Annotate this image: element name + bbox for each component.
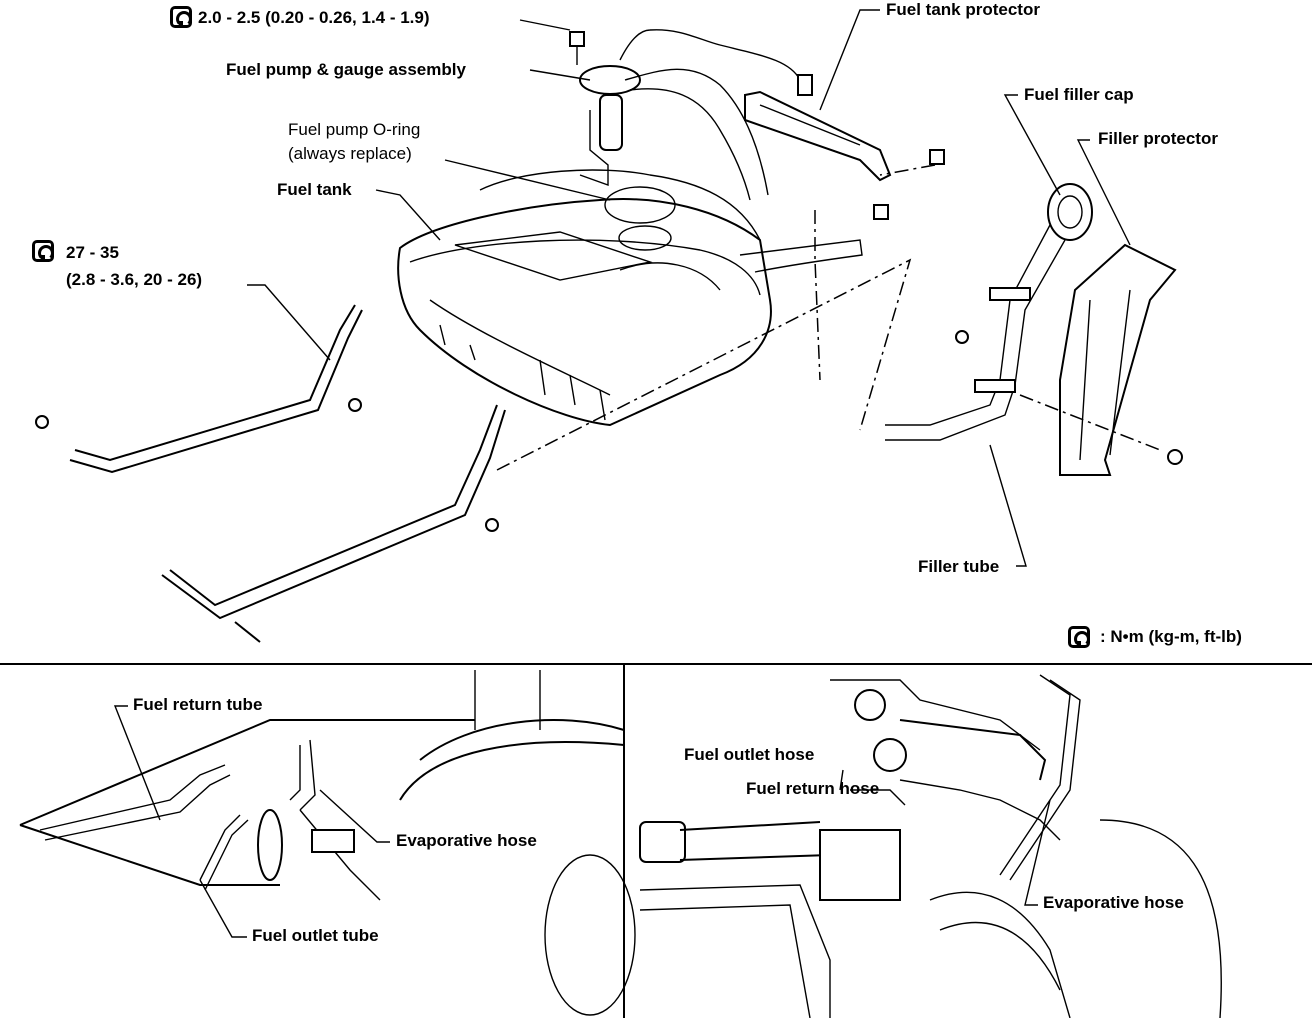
oring-label-line2: (always replace) — [288, 144, 412, 163]
leader-lines — [247, 9, 1131, 567]
pump-torque-label: 2.0 - 2.5 (0.20 - 0.26, 1.4 - 1.9) — [198, 8, 430, 27]
oring-label-line1: Fuel pump O-ring — [288, 120, 421, 139]
panel-dividers — [0, 663, 1312, 1018]
torque-wrench-icon — [170, 6, 192, 28]
fuel-filler-cap-label: Fuel filler cap — [1024, 85, 1134, 104]
filler-protector-drawing — [1059, 243, 1183, 476]
filler-tube-label: Filler tube — [918, 557, 1000, 576]
fuel-tank-protector-drawing — [744, 90, 945, 220]
left-return-tube-label: Fuel return tube — [133, 695, 263, 714]
strap-torque-line1: 27 - 35 — [66, 243, 119, 262]
filler-protector-label: Filler protector — [1098, 129, 1218, 148]
fuel-tank-straps-drawing — [35, 304, 506, 643]
right-evap-hose-label: Evaporative hose — [1043, 893, 1184, 912]
alignment-lines — [496, 164, 1161, 471]
fuel-pump-gauge-label: Fuel pump & gauge assembly — [226, 60, 466, 79]
fuel-tank-drawing — [397, 169, 863, 427]
left-outlet-tube-label: Fuel outlet tube — [252, 926, 379, 945]
units-legend-label: : N•m (kg-m, ft-lb) — [1100, 627, 1242, 646]
right-outlet-hose-label: Fuel outlet hose — [684, 745, 815, 764]
right-detail-drawing — [639, 674, 1222, 1018]
fuel-tank-protector-label: Fuel tank protector — [886, 0, 1040, 19]
fuel-tank-label: Fuel tank — [277, 180, 352, 199]
filler-tube-drawing — [885, 183, 1093, 441]
fuel-pump-drawing — [569, 29, 813, 201]
torque-wrench-icon — [1068, 626, 1090, 648]
torque-wrench-icon — [32, 240, 54, 262]
strap-torque-line2: (2.8 - 3.6, 20 - 26) — [66, 270, 203, 289]
right-return-hose-label: Fuel return hose — [746, 779, 880, 798]
bottom-leader-lines — [113, 705, 1051, 938]
left-evap-hose-label: Evaporative hose — [396, 831, 537, 850]
left-detail-drawing — [19, 670, 636, 1016]
